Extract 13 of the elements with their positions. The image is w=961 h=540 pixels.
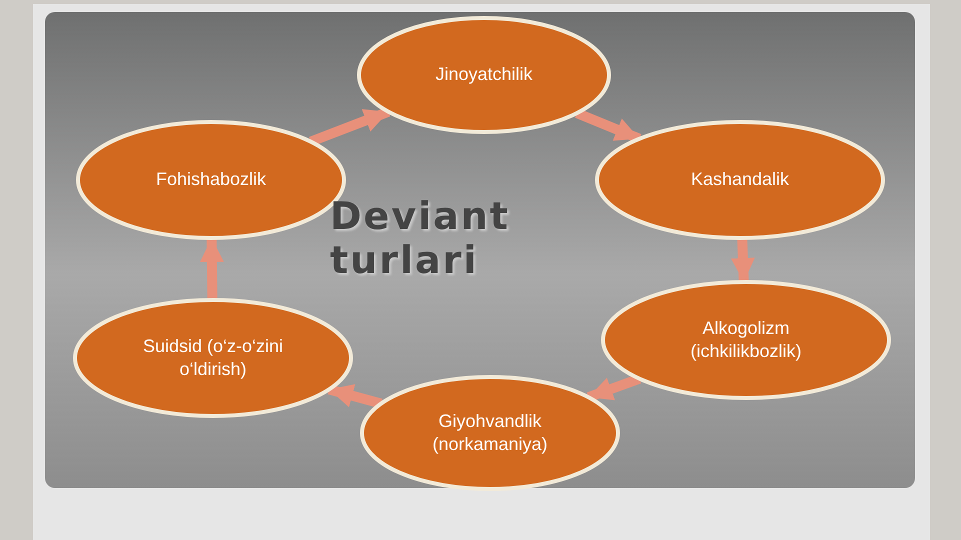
node-label: Alkogolizm (ichkilikbozlik) — [689, 316, 802, 363]
arrow — [575, 108, 642, 144]
node-label: Kashandalik — [690, 168, 790, 192]
node-label: Giyohvandlik (norkamaniya) — [431, 410, 549, 456]
arrow — [328, 384, 382, 408]
arrow — [730, 238, 755, 282]
arrow — [308, 107, 390, 146]
arrow — [200, 238, 224, 300]
diagram-title: Deviant turlari — [330, 195, 511, 282]
node-label: Jinoyatchilik — [434, 63, 534, 86]
node-label: Fohishabozlik — [154, 168, 268, 192]
arrow — [586, 374, 642, 402]
node-label: Suidsid (o‘z-o‘zini o‘ldirish) — [142, 334, 284, 381]
